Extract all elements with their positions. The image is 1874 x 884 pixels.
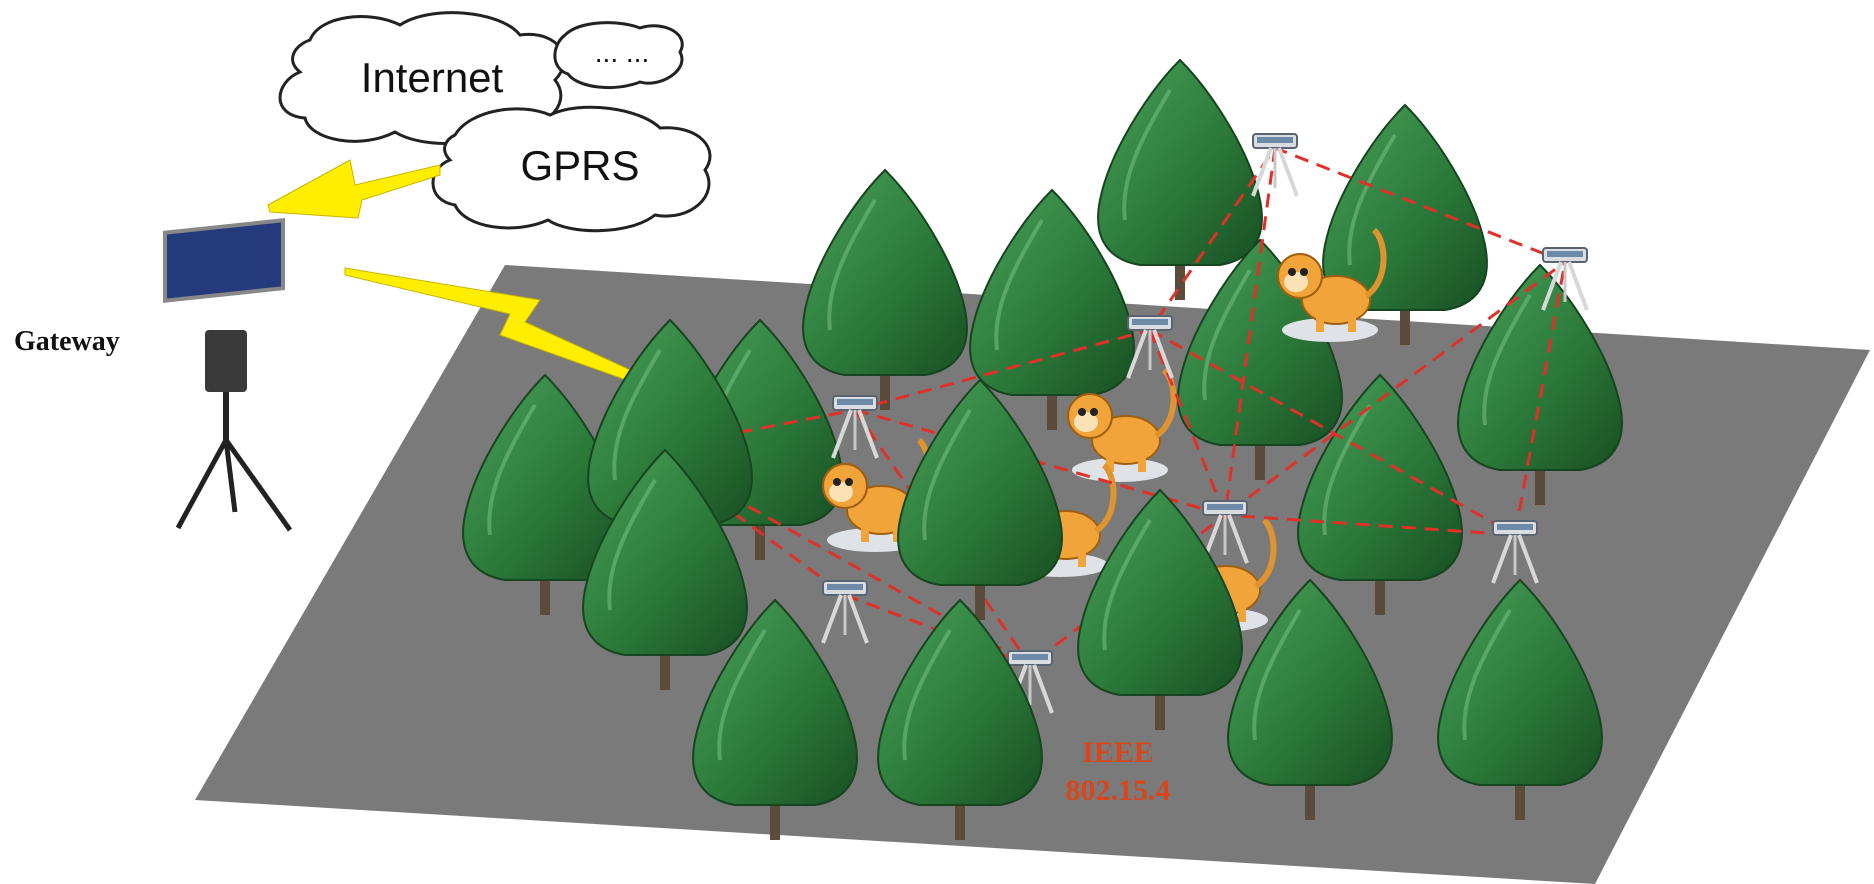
gateway-station — [163, 218, 293, 532]
gateway-label: Gateway — [14, 326, 120, 357]
protocol-label-line1: IEEE — [1082, 736, 1154, 769]
more-networks-cloud: ... ... — [553, 21, 684, 90]
protocol-label-line2: 802.15.4 — [1066, 774, 1171, 807]
internet-label: Internet — [361, 54, 504, 101]
gateway-box-icon — [205, 330, 247, 392]
gprs-label: GPRS — [520, 142, 639, 189]
gprs-cloud: GPRS — [431, 105, 712, 233]
tree — [1096, 58, 1264, 302]
gprs-wireless-link-icon — [267, 159, 441, 219]
solar-panel-icon — [163, 218, 285, 303]
sensor-node-icon — [1251, 132, 1299, 198]
more-networks-label: ... ... — [595, 37, 649, 68]
